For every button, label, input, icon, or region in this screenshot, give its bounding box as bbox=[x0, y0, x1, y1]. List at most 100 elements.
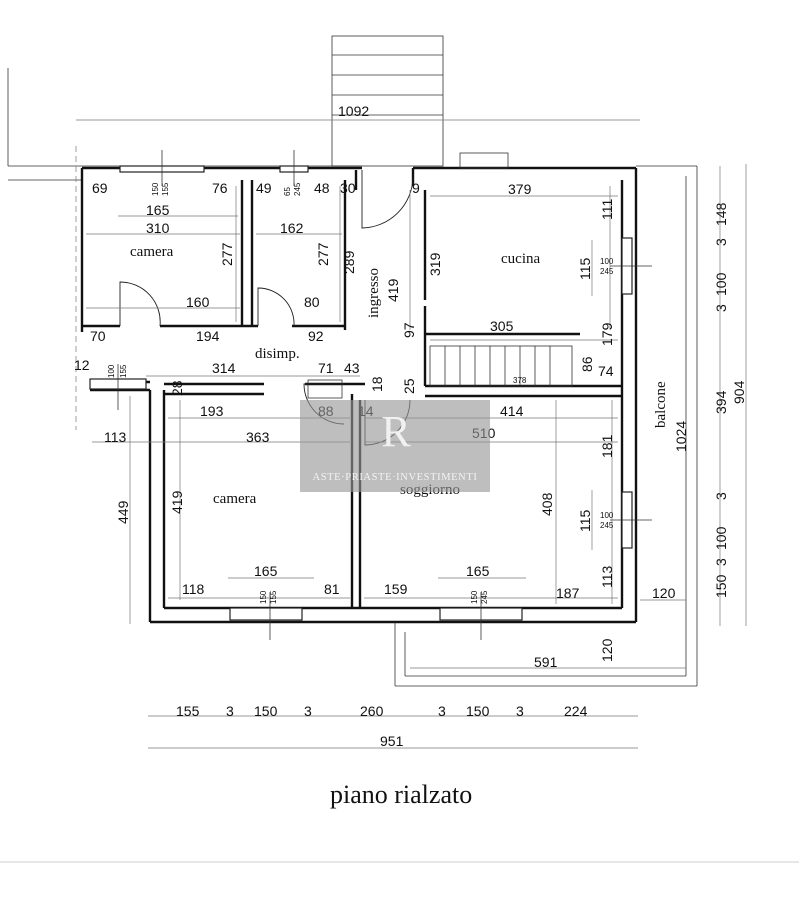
dim-label: 289 bbox=[341, 250, 357, 274]
window-label: 245 bbox=[293, 182, 302, 196]
dim-label: 115 bbox=[577, 509, 593, 532]
dim-label: 118 bbox=[182, 581, 205, 597]
dim-label: 305 bbox=[490, 318, 514, 334]
dim-label: 408 bbox=[539, 492, 555, 516]
dim-bottom-part: 150 bbox=[466, 703, 490, 719]
dim-label: 18 bbox=[369, 376, 385, 392]
dim-label: 80 bbox=[304, 294, 320, 310]
dim-label: 162 bbox=[280, 220, 304, 236]
window-label: 65 bbox=[283, 187, 292, 196]
dim-label: 92 bbox=[308, 328, 324, 344]
dim-label: 28 bbox=[169, 380, 185, 396]
dim-bottom-parts: 155 3 150 3 260 3 150 3 224 bbox=[176, 703, 588, 719]
dim-label: 9 bbox=[412, 180, 420, 196]
dim-label: 165 bbox=[146, 202, 170, 218]
dims-cucina: 379 111 115 179 319 305 97 378 86 74 bbox=[401, 181, 615, 385]
dim-label: 81 bbox=[324, 581, 340, 597]
windows bbox=[89, 150, 652, 640]
dim-label: 71 bbox=[318, 360, 334, 376]
dims-camera-top: 69 76 165 310 277 160 70 194 bbox=[90, 180, 235, 344]
window-label: 150 bbox=[151, 182, 160, 196]
dim-bottom-part: 260 bbox=[360, 703, 384, 719]
room-label-camera-top: camera bbox=[130, 244, 174, 260]
dims-balcone: 120 120 591 bbox=[534, 585, 676, 670]
dim-label: 379 bbox=[508, 181, 532, 197]
dim-bottom-total: 951 bbox=[380, 733, 404, 749]
dim-label: 378 bbox=[513, 376, 527, 385]
dim-label: 48 bbox=[314, 180, 330, 196]
entrance-steps bbox=[331, 35, 444, 167]
window-label: 155 bbox=[269, 590, 278, 604]
dims-bath: 49 48 162 277 80 92 bbox=[256, 180, 331, 344]
dimension-lines bbox=[76, 119, 747, 749]
dim-bottom-part: 155 bbox=[176, 703, 200, 719]
dim-label: 193 bbox=[200, 403, 224, 419]
dim-label: 70 bbox=[90, 328, 106, 344]
dim-label: 12 bbox=[74, 357, 90, 373]
dim-right-part: 3 bbox=[713, 558, 729, 566]
dim-label: 319 bbox=[427, 252, 443, 276]
dim-bottom-part: 3 bbox=[304, 703, 312, 719]
dim-label: 115 bbox=[577, 257, 593, 280]
dim-right-part: 150 bbox=[713, 574, 729, 598]
dim-label: 49 bbox=[256, 180, 272, 196]
window-label: 245 bbox=[480, 590, 489, 604]
dim-right-part: 100 bbox=[713, 526, 729, 550]
dim-right-parts: 148 3 100 3 394 3 100 3 150 bbox=[713, 202, 729, 598]
room-label-camera-bottom: camera bbox=[213, 491, 257, 507]
dim-label: 449 bbox=[115, 500, 131, 524]
dim-label: 43 bbox=[344, 360, 360, 376]
dim-label: 314 bbox=[212, 360, 236, 376]
dim-top-total: 1092 bbox=[338, 103, 369, 119]
walls bbox=[80, 152, 638, 624]
dim-label: 419 bbox=[169, 490, 185, 514]
window-label: 245 bbox=[600, 267, 614, 276]
dim-label: 76 bbox=[212, 180, 228, 196]
dim-label: 97 bbox=[401, 322, 417, 338]
dim-right-part: 3 bbox=[713, 304, 729, 312]
dim-label: 591 bbox=[534, 654, 558, 670]
dim-label: 181 bbox=[599, 434, 615, 458]
dim-label: 363 bbox=[246, 429, 270, 445]
dim-label: 113 bbox=[599, 565, 615, 588]
dim-balcone-length: 1024 bbox=[673, 421, 689, 452]
room-label-balcone: balcone bbox=[653, 381, 669, 428]
dim-right-part: 148 bbox=[713, 202, 729, 226]
room-label-disimpegno: disimp. bbox=[255, 346, 300, 362]
dim-label: 120 bbox=[652, 585, 676, 601]
dim-label: 159 bbox=[384, 581, 408, 597]
watermark-logo: R ASTE·PRIASTE·INVESTIMENTI bbox=[300, 400, 490, 492]
logo-text: ASTE·PRIASTE·INVESTIMENTI bbox=[312, 472, 478, 483]
dim-label: 25 bbox=[401, 378, 417, 394]
dim-label: 160 bbox=[186, 294, 210, 310]
room-label-cucina: cucina bbox=[501, 251, 540, 267]
dims-camera-bottom: 193 88 363 419 118 81 165 113 449 bbox=[104, 403, 340, 597]
window-label: 150 bbox=[259, 590, 268, 604]
plan-title: piano rialzato bbox=[330, 780, 472, 809]
window-label: 100 bbox=[600, 257, 614, 266]
dim-label: 113 bbox=[104, 429, 127, 445]
dim-label: 69 bbox=[92, 180, 108, 196]
window-labels: 150 155 65 245 100 245 100 155 100 245 1… bbox=[107, 182, 614, 604]
interior-stairs bbox=[429, 345, 573, 387]
dim-label: 194 bbox=[196, 328, 220, 344]
dim-right-part: 3 bbox=[713, 492, 729, 500]
dim-label: 179 bbox=[599, 322, 615, 346]
balcone-outline bbox=[394, 165, 698, 687]
logo-mark-icon: R bbox=[381, 407, 411, 456]
dim-right-part: 3 bbox=[713, 238, 729, 246]
dim-label: 310 bbox=[146, 220, 170, 236]
dim-right-total: 904 bbox=[731, 380, 747, 404]
window-label: 150 bbox=[470, 590, 479, 604]
dim-label: 30 bbox=[340, 180, 356, 196]
dim-label: 187 bbox=[556, 585, 580, 601]
dim-bottom-part: 224 bbox=[564, 703, 588, 719]
window-label: 155 bbox=[119, 364, 128, 378]
window-label: 155 bbox=[161, 182, 170, 196]
dim-label: 165 bbox=[466, 563, 490, 579]
window-label: 100 bbox=[600, 511, 614, 520]
dim-label: 277 bbox=[315, 242, 331, 266]
dim-label: 86 bbox=[579, 356, 595, 372]
room-label-ingresso: ingresso bbox=[366, 268, 382, 318]
